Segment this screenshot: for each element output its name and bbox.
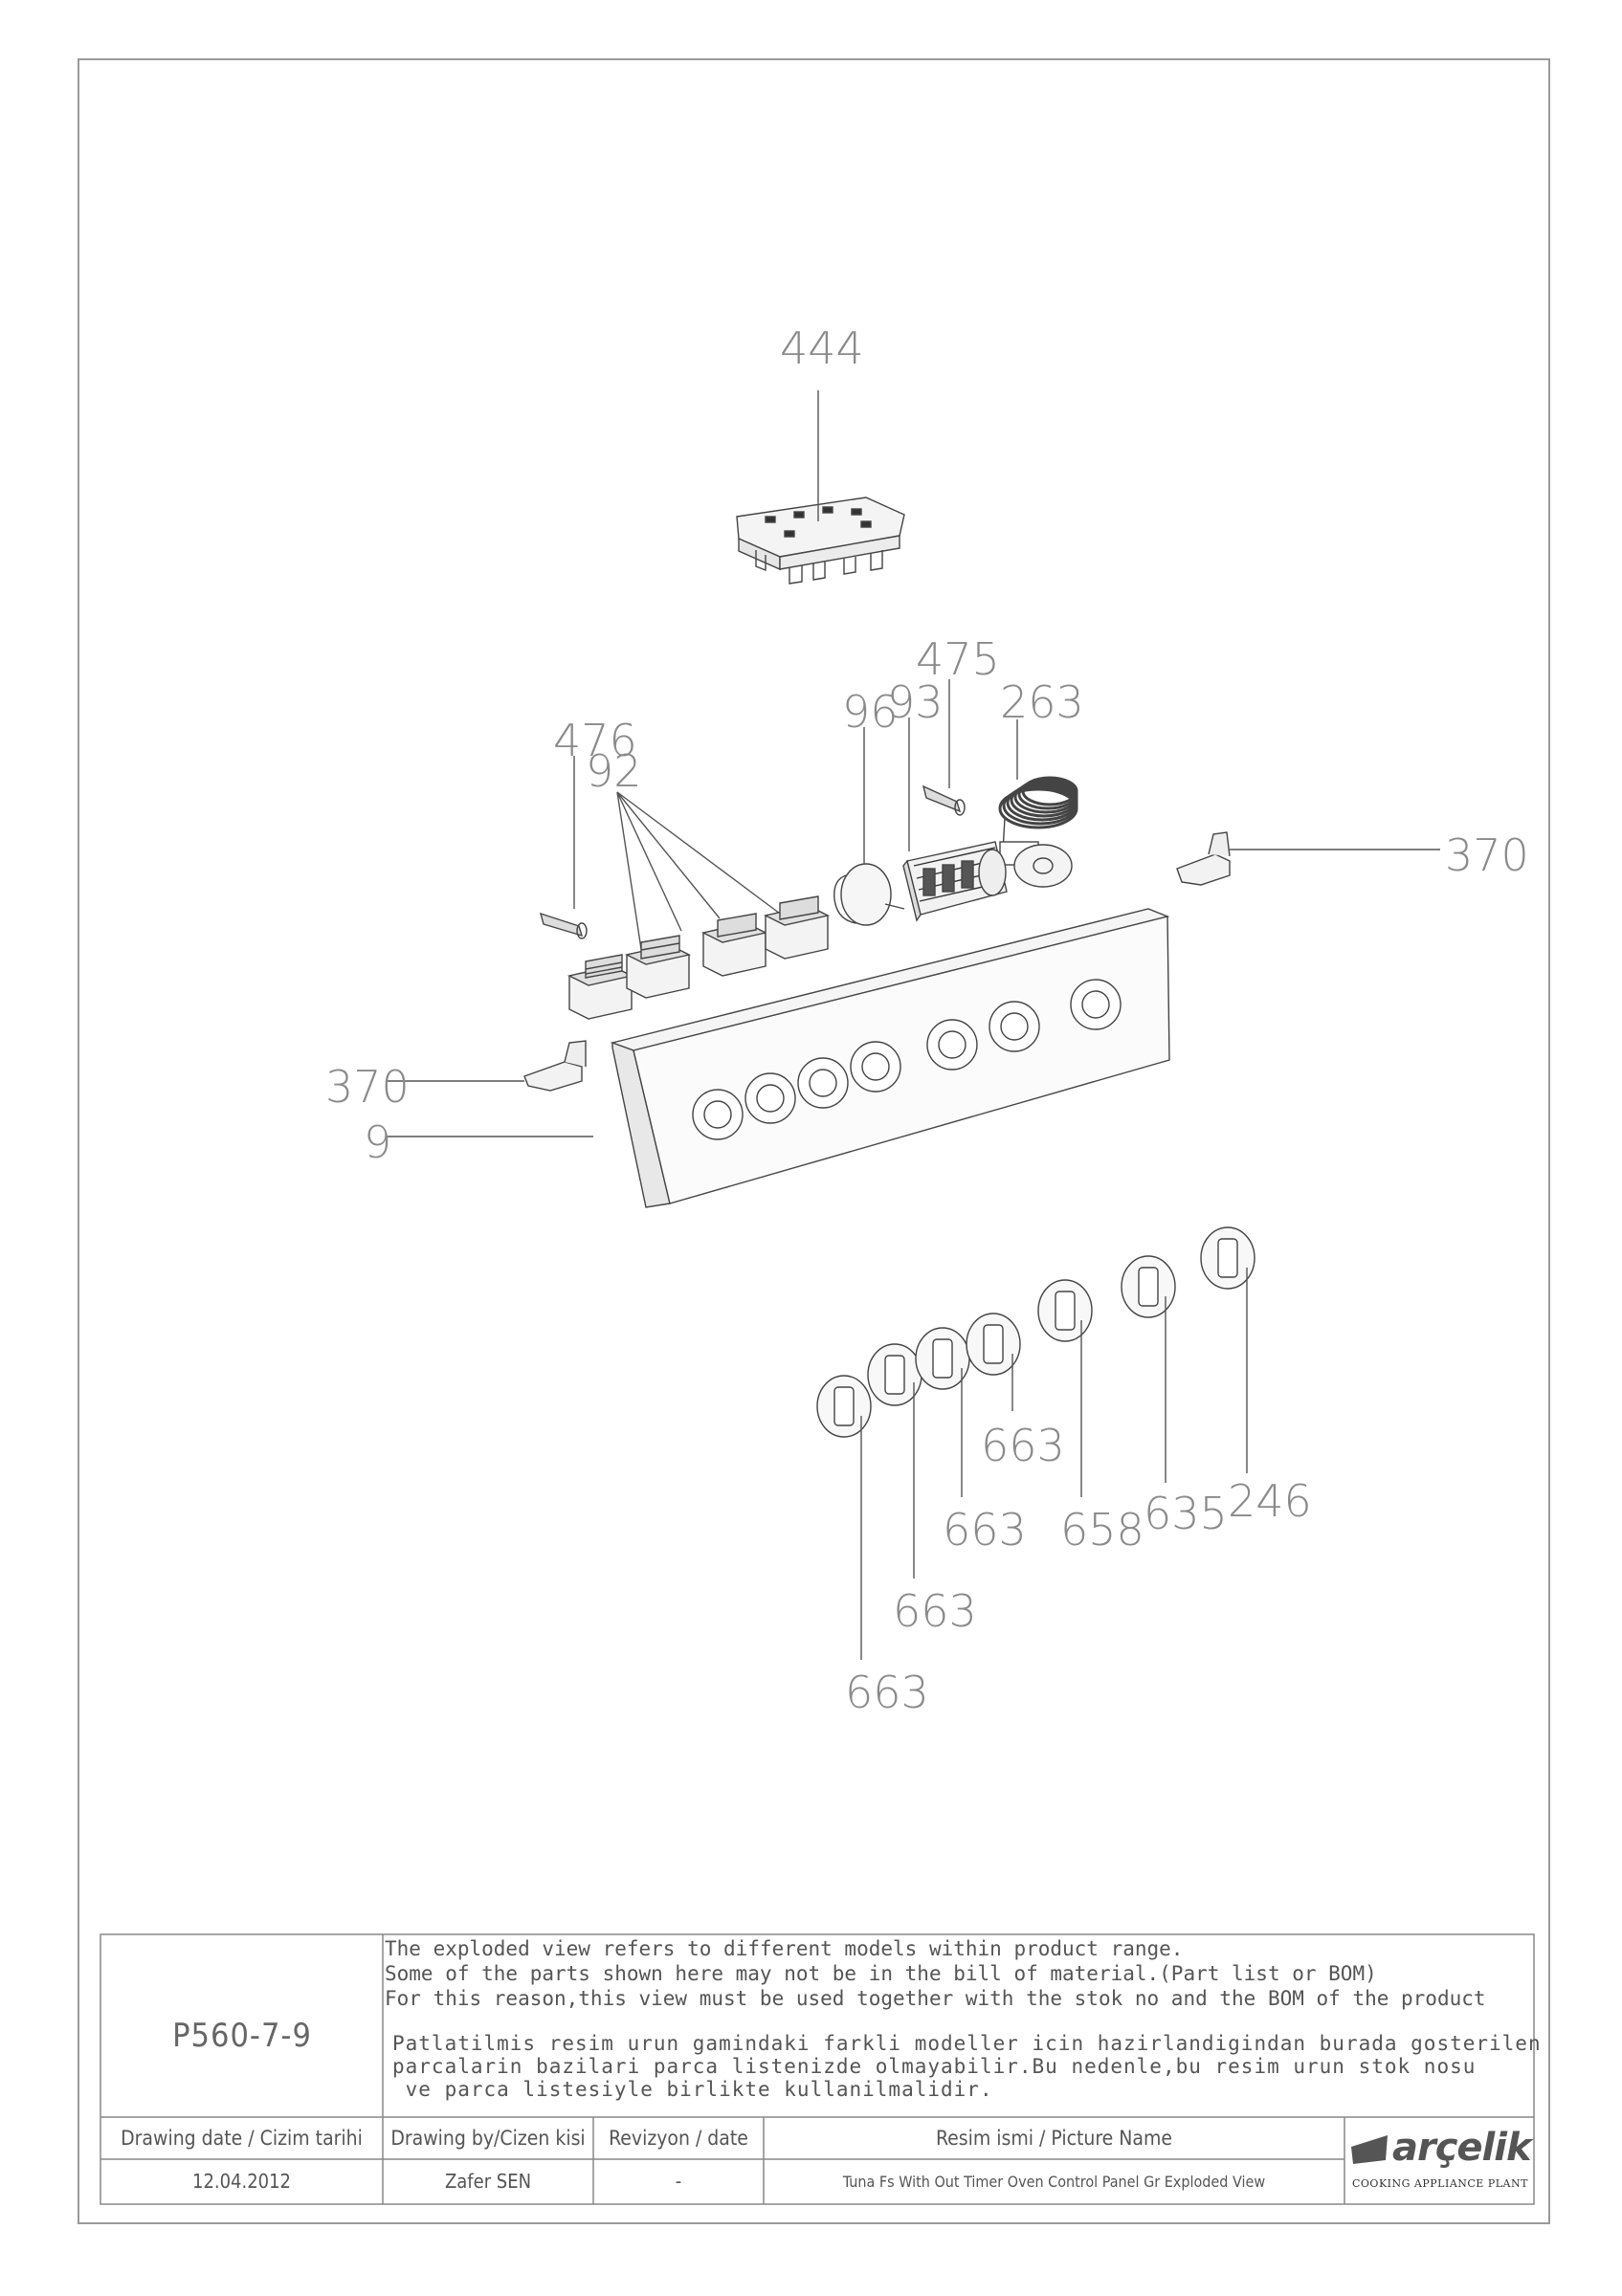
picture-name-label: Resim ismi / Picture Name bbox=[935, 2127, 1173, 2150]
part-370-clip-right bbox=[1176, 831, 1440, 886]
part-92-leaders bbox=[616, 791, 781, 950]
part-476-screw bbox=[539, 756, 588, 939]
callout-444: 444 bbox=[780, 322, 864, 374]
drawing-code: P560-7-9 bbox=[172, 2017, 312, 2055]
brand-block: arçelik COOKING APPLIANCE PLANT bbox=[1346, 2122, 1534, 2202]
callout-9: 9 bbox=[364, 1116, 391, 1168]
part-370-clip-left bbox=[388, 1040, 587, 1092]
part-475-screw bbox=[922, 679, 966, 816]
part-96-drum bbox=[833, 727, 905, 926]
picture-name: Tuna Fs With Out Timer Oven Control Pane… bbox=[842, 2172, 1266, 2191]
part-93-thermostat bbox=[902, 718, 1073, 922]
sheet-border bbox=[78, 58, 1550, 2224]
knob-658 bbox=[1037, 1279, 1093, 1497]
drawing-date: 12.04.2012 bbox=[192, 2170, 291, 2193]
knob-663-1 bbox=[816, 1375, 872, 1660]
knob-663-2 bbox=[867, 1343, 922, 1578]
drawn-by: Zafer SEN bbox=[444, 2170, 532, 2193]
callout-96: 96 bbox=[842, 686, 899, 738]
brand-subtitle: COOKING APPLIANCE PLANT bbox=[1352, 2177, 1528, 2190]
callout-663-c: 663 bbox=[943, 1504, 1027, 1556]
brand-name: arçelik bbox=[1392, 2126, 1532, 2170]
part-92-switch-3 bbox=[700, 913, 768, 977]
callout-476: 476 bbox=[553, 715, 637, 766]
revision-label: Revizyon / date bbox=[609, 2127, 748, 2150]
callout-663-b: 663 bbox=[893, 1585, 977, 1637]
callout-635: 635 bbox=[1144, 1488, 1228, 1539]
part-92-switch-1 bbox=[567, 954, 634, 1020]
callout-92: 92 bbox=[586, 745, 642, 797]
callout-263: 263 bbox=[1000, 676, 1084, 728]
part-92-switch-4 bbox=[763, 895, 831, 960]
brand-logo-mark bbox=[1351, 2135, 1388, 2164]
knob-246 bbox=[1200, 1226, 1255, 1473]
drawn-by-label: Drawing by/Cizen kisi bbox=[390, 2127, 586, 2150]
part-263-coil bbox=[998, 719, 1078, 866]
callout-663-a: 663 bbox=[845, 1667, 929, 1718]
callout-475: 475 bbox=[916, 633, 1000, 685]
part-444-bracket bbox=[736, 390, 905, 585]
callout-658: 658 bbox=[1060, 1504, 1144, 1556]
callout-246: 246 bbox=[1228, 1475, 1312, 1527]
callout-93: 93 bbox=[887, 676, 944, 728]
callout-370-left: 370 bbox=[325, 1061, 410, 1113]
title-block-frame bbox=[100, 1933, 1535, 2205]
callout-663-d: 663 bbox=[981, 1420, 1065, 1471]
part-9-control-panel bbox=[388, 908, 1170, 1208]
note-english: The exploded view refers to different mo… bbox=[385, 1937, 1486, 2010]
revision: - bbox=[675, 2170, 682, 2193]
callout-370-right: 370 bbox=[1445, 829, 1529, 881]
knob-663-4 bbox=[966, 1313, 1021, 1411]
part-92-switch-2 bbox=[624, 935, 692, 999]
knob-663-3 bbox=[915, 1327, 970, 1497]
note-turkish: Patlatilmis resim urun gamindaki farkli … bbox=[392, 2032, 1542, 2101]
drawing-date-label: Drawing date / Cizim tarihi bbox=[121, 2127, 363, 2150]
knob-635 bbox=[1121, 1255, 1176, 1483]
